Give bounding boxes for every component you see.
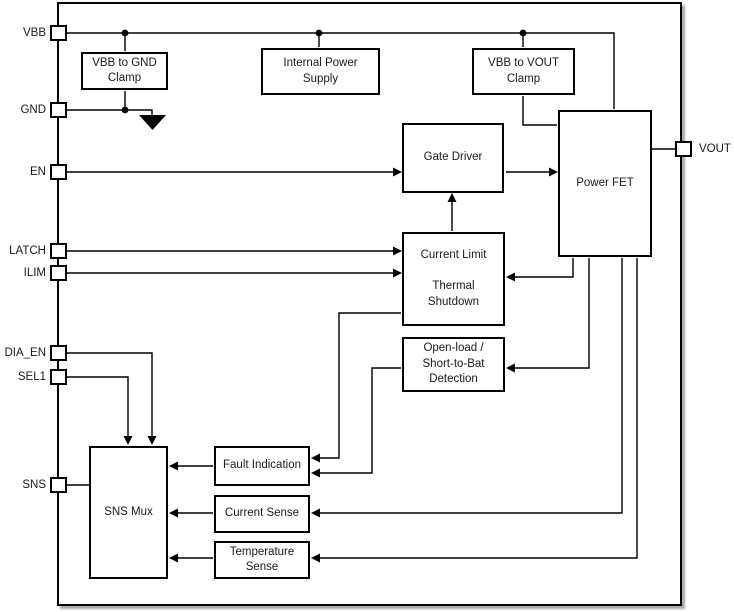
pin-label-latch: LATCH (9, 245, 46, 257)
block-power-fet: Power FET (558, 110, 652, 257)
wire-sel1 (58, 376, 129, 438)
arrowhead-fet-to-cl (506, 272, 515, 282)
block-sns-mux: SNS Mux (89, 446, 168, 579)
junction-dot (315, 29, 323, 37)
arrowhead-openload-to-fault (311, 468, 320, 478)
block-internal-power-supply: Internal Power Supply (261, 48, 380, 95)
block-fault-indication: Fault Indication (214, 446, 310, 486)
block-current-limit-thermal-shutdown: Current Limit Thermal Shutdown (402, 232, 505, 326)
junction-dot (121, 106, 129, 114)
wire-fet-to-open-load (513, 258, 590, 369)
pin-vout (675, 141, 692, 157)
pin-label-en: EN (30, 166, 46, 178)
wire-vout-clamp-to-fet (522, 96, 557, 126)
pin-ilim (50, 265, 67, 281)
block-vbb-to-gnd-clamp: VBB to GND Clamp (81, 52, 168, 90)
block-temperature-sense: Temperature Sense (214, 541, 310, 579)
pin-gnd (50, 102, 67, 118)
ground-icon (139, 115, 166, 130)
arrowhead-dia-en (147, 436, 157, 445)
block-open-load-short-to-bat-detection: Open-load / Short-to-Bat Detection (402, 337, 505, 392)
pin-latch (50, 243, 67, 259)
arrowhead-latch (393, 246, 402, 256)
arrowhead-fault-to-mux (169, 461, 178, 471)
pin-label-sel1: SEL1 (17, 371, 46, 383)
pin-sel1 (50, 369, 67, 385)
block-current-sense: Current Sense (214, 495, 310, 533)
pin-label-vbb: VBB (22, 27, 46, 39)
pin-vbb (50, 25, 67, 41)
pin-label-dia-en: DIA_EN (4, 347, 46, 359)
wire-fet-to-current-limit (513, 258, 574, 278)
pin-label-vout: VOUT (699, 143, 731, 155)
junction-dot (121, 29, 129, 37)
wire-dia-en (58, 352, 153, 438)
ic-boundary (57, 2, 682, 606)
pin-label-ilim: ILIM (23, 267, 46, 279)
arrowhead-en (393, 167, 402, 177)
block-gate-driver: Gate Driver (402, 123, 504, 193)
arrowhead-gate-to-fet (549, 167, 558, 177)
arrowhead-thermal-to-fault (311, 453, 320, 463)
wire-gnd (58, 109, 153, 116)
arrowhead-fet-to-cs (311, 508, 320, 518)
block-vbb-to-vout-clamp: VBB to VOUT Clamp (472, 48, 575, 95)
pin-label-sns: SNS (22, 479, 46, 491)
wire-fet-to-temp-sense (318, 258, 638, 559)
junction-dot (519, 29, 527, 37)
pin-en (50, 164, 67, 180)
pin-label-gnd: GND (20, 104, 46, 116)
arrowhead-cl-to-gd (447, 193, 457, 202)
pin-sns (50, 477, 67, 493)
wire-openload-to-fault (318, 367, 401, 474)
arrowhead-ts-to-mux (169, 553, 178, 563)
pin-dia-en (50, 345, 67, 361)
arrowhead-ilim (393, 268, 402, 278)
wire-thermal-to-fault (318, 312, 401, 459)
arrowhead-fet-to-ol (506, 363, 515, 373)
wire-fet-to-current-sense (318, 258, 623, 514)
arrowhead-cs-to-mux (169, 508, 178, 518)
arrowhead-fet-to-ts (311, 553, 320, 563)
arrowhead-sel1 (123, 436, 133, 445)
wire-vbb-trunk (58, 32, 615, 109)
